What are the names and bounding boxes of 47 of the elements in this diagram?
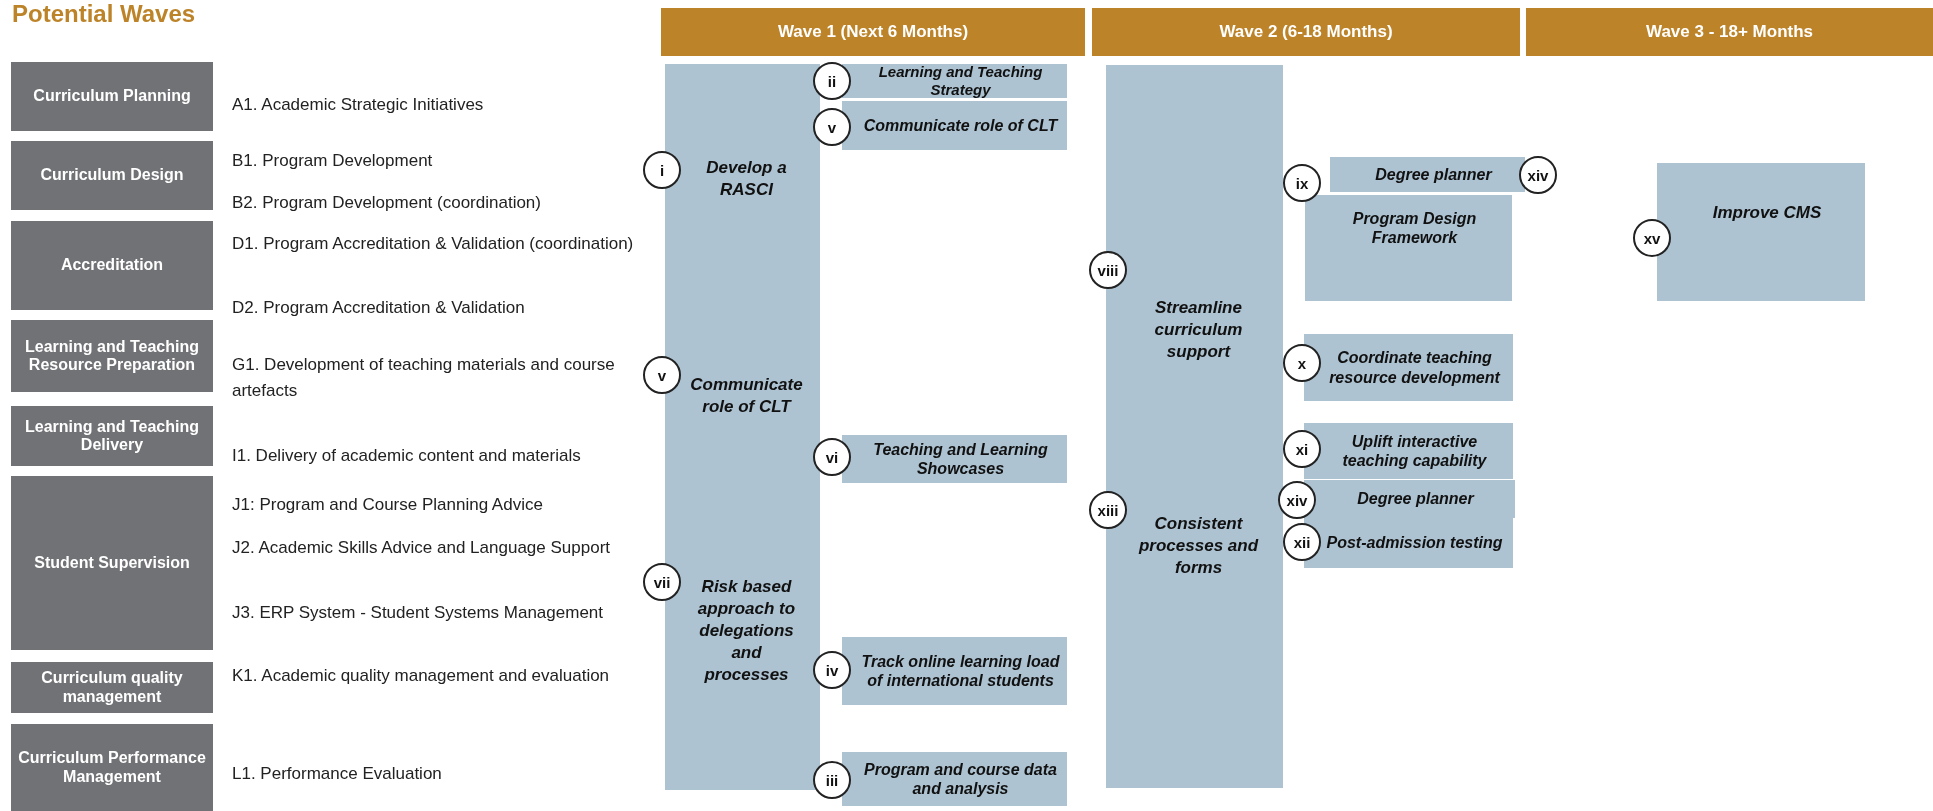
initiative-label: Consistent processes and forms (1137, 513, 1260, 580)
responsibility-item: J3. ERP System - Student Systems Management (232, 602, 604, 624)
initiative-box: Learning and Teaching Strategy (842, 64, 1067, 98)
initiative-label: Risk based approach to delegations and processes (696, 576, 797, 687)
responsibility-item: J2. Academic Skills Advice and Language Support (232, 537, 612, 559)
responsibility-item: I1. Delivery of academic content and materials (232, 445, 582, 467)
responsibility-item: J1: Program and Course Planning Advice (232, 494, 544, 516)
initiative-box: Degree planner (1330, 157, 1525, 192)
initiative-box: Teaching and Learning Showcases (842, 435, 1067, 483)
wave-header: Wave 3 - 18+ Months (1526, 8, 1933, 56)
initiative-label: Develop a RASCI (705, 157, 788, 202)
roman-numeral-badge: xiii (1089, 491, 1127, 529)
roman-numeral-badge: viii (1089, 251, 1127, 289)
responsibility-item: B2. Program Development (coordination) (232, 192, 542, 214)
responsibility-item: K1. Academic quality management and evaluation (232, 665, 611, 687)
category-box: Curriculum Design (11, 141, 213, 210)
roman-numeral-badge: xv (1633, 219, 1671, 257)
responsibility-item: D1. Program Accreditation & Validation (coordination) (232, 233, 635, 255)
initiative-box: Program and course data and analysis (842, 752, 1067, 806)
roman-numeral-badge: ix (1283, 164, 1321, 202)
roman-numeral-badge: i (643, 151, 681, 189)
initiative-box: Program Design Framework (1305, 195, 1512, 301)
roman-numeral-badge: x (1283, 344, 1321, 382)
roman-numeral-badge: xiv (1519, 156, 1557, 194)
responsibility-item: D2. Program Accreditation & Validation (232, 297, 526, 319)
roman-numeral-badge: v (643, 356, 681, 394)
wave-header: Wave 1 (Next 6 Months) (661, 8, 1085, 56)
category-box: Accreditation (11, 221, 213, 310)
responsibility-item: A1. Academic Strategic Initiatives (232, 94, 485, 116)
category-box: Student Supervision (11, 476, 213, 650)
category-box: Curriculum quality management (11, 662, 213, 713)
initiative-label: Streamline curriculum support (1153, 297, 1244, 364)
responsibility-item: B1. Program Development (232, 150, 434, 172)
roman-numeral-badge: xii (1283, 523, 1321, 561)
wave-header: Wave 2 (6-18 Months) (1092, 8, 1520, 56)
category-box: Learning and Teaching Resource Preparation (11, 320, 213, 392)
responsibility-item: G1. Development of teaching materials and course artefacts (232, 354, 616, 402)
category-box: Learning and Teaching Delivery (11, 406, 213, 466)
initiative-box: Communicate role of CLT (842, 101, 1067, 150)
roman-numeral-badge: xi (1283, 430, 1321, 468)
initiative-label: Communicate role of CLT (689, 374, 804, 419)
category-box: Curriculum Performance Management (11, 724, 213, 811)
roman-numeral-badge: vii (643, 563, 681, 601)
category-box: Curriculum Planning (11, 62, 213, 131)
initiative-box: Track online learning load of international students (842, 637, 1067, 705)
page-title: Potential Waves (12, 0, 196, 28)
responsibility-item: L1. Performance Evaluation (232, 763, 443, 785)
